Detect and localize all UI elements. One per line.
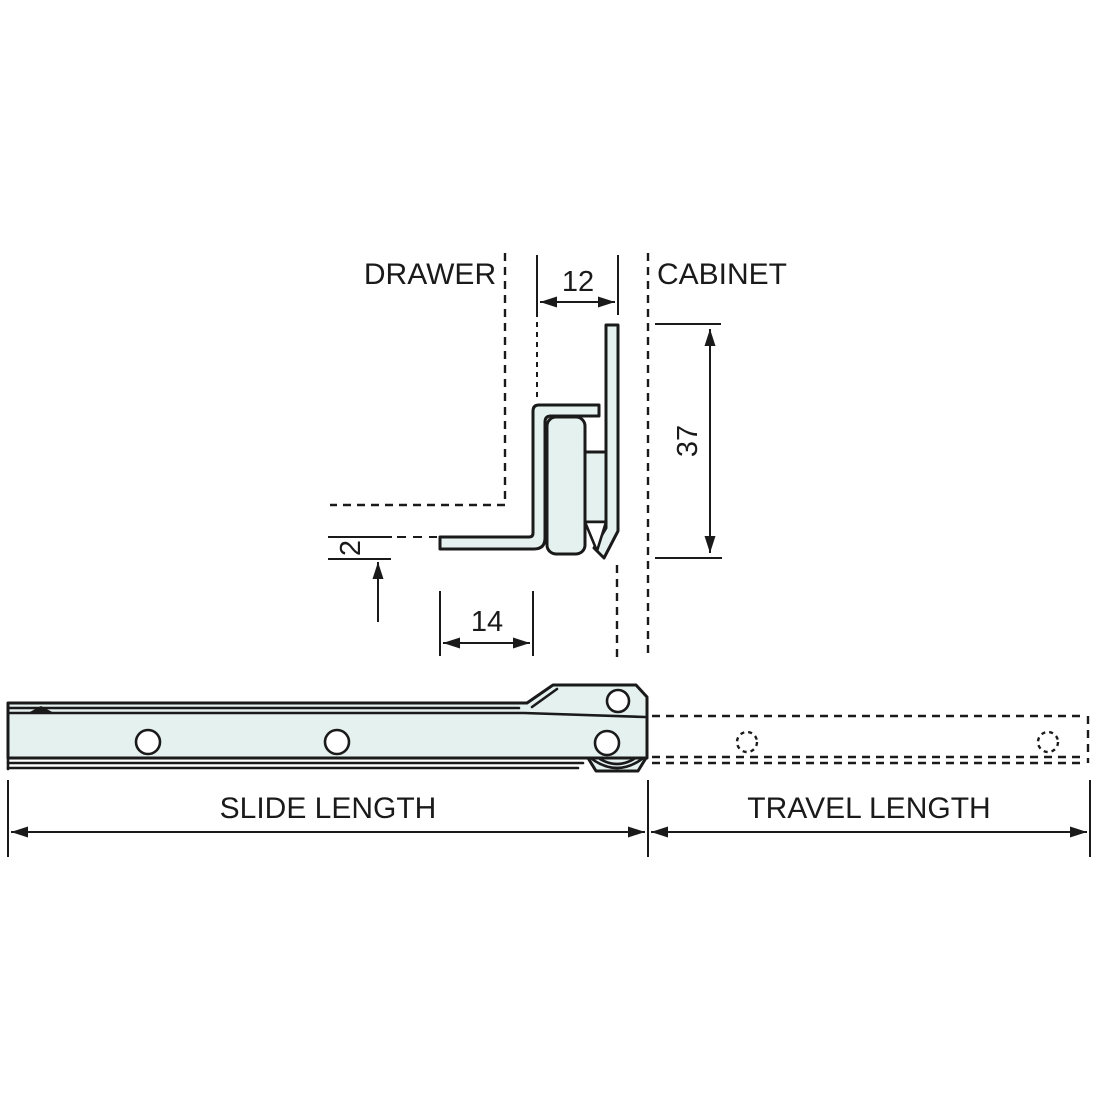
dimension-profile-width: 12 [536, 255, 619, 400]
slide-rail [6, 683, 649, 773]
extended-position-dashed [652, 714, 1090, 765]
left-end-tab [26, 706, 56, 714]
mounting-hole [323, 728, 351, 756]
ball-retainer-block [583, 450, 609, 524]
rail-silhouette [6, 683, 649, 760]
extended-hole-dashed [735, 730, 759, 754]
section-view: DRAWER CABINET 12 37 [328, 253, 787, 658]
mounting-hole-head-top [605, 688, 631, 714]
roller-arc-inner [598, 757, 636, 766]
dimension-value: 14 [471, 606, 503, 638]
dimension-value: 37 [672, 425, 704, 457]
v-notch [583, 520, 608, 553]
drawer-label: DRAWER [364, 258, 496, 291]
dimension-profile-height: 37 [655, 323, 722, 559]
cabinet-outline-dashed [615, 253, 650, 658]
dimension-flange-width: 14 [439, 591, 534, 656]
dimension-slide-length: SLIDE LENGTH [7, 780, 649, 857]
drawer-member-profile [438, 403, 601, 551]
cabinet-member-profile [592, 323, 620, 560]
mounting-hole [134, 728, 162, 756]
rail-mid-seam-line [6, 711, 647, 719]
travel-length-label: TRAVEL LENGTH [747, 792, 990, 825]
ramp-inner-line [530, 687, 559, 709]
dimension-flange-thickness: 2 [328, 536, 437, 622]
carriage-body-profile [545, 415, 587, 556]
slide-length-label: SLIDE LENGTH [220, 792, 437, 825]
drawer-outline-dashed [330, 253, 507, 507]
cabinet-label: CABINET [657, 258, 787, 291]
roller-arc-outer [590, 757, 644, 770]
dimension-travel-length: TRAVEL LENGTH [651, 780, 1091, 857]
dimension-value: 12 [562, 266, 594, 298]
side-view: SLIDE LENGTH TRAVEL LENGTH [6, 683, 1091, 857]
extended-hole-dashed [1036, 730, 1060, 754]
dimension-value: 2 [335, 540, 367, 556]
slide-cross-section [438, 323, 620, 560]
mounting-hole-head-bottom [593, 729, 621, 757]
